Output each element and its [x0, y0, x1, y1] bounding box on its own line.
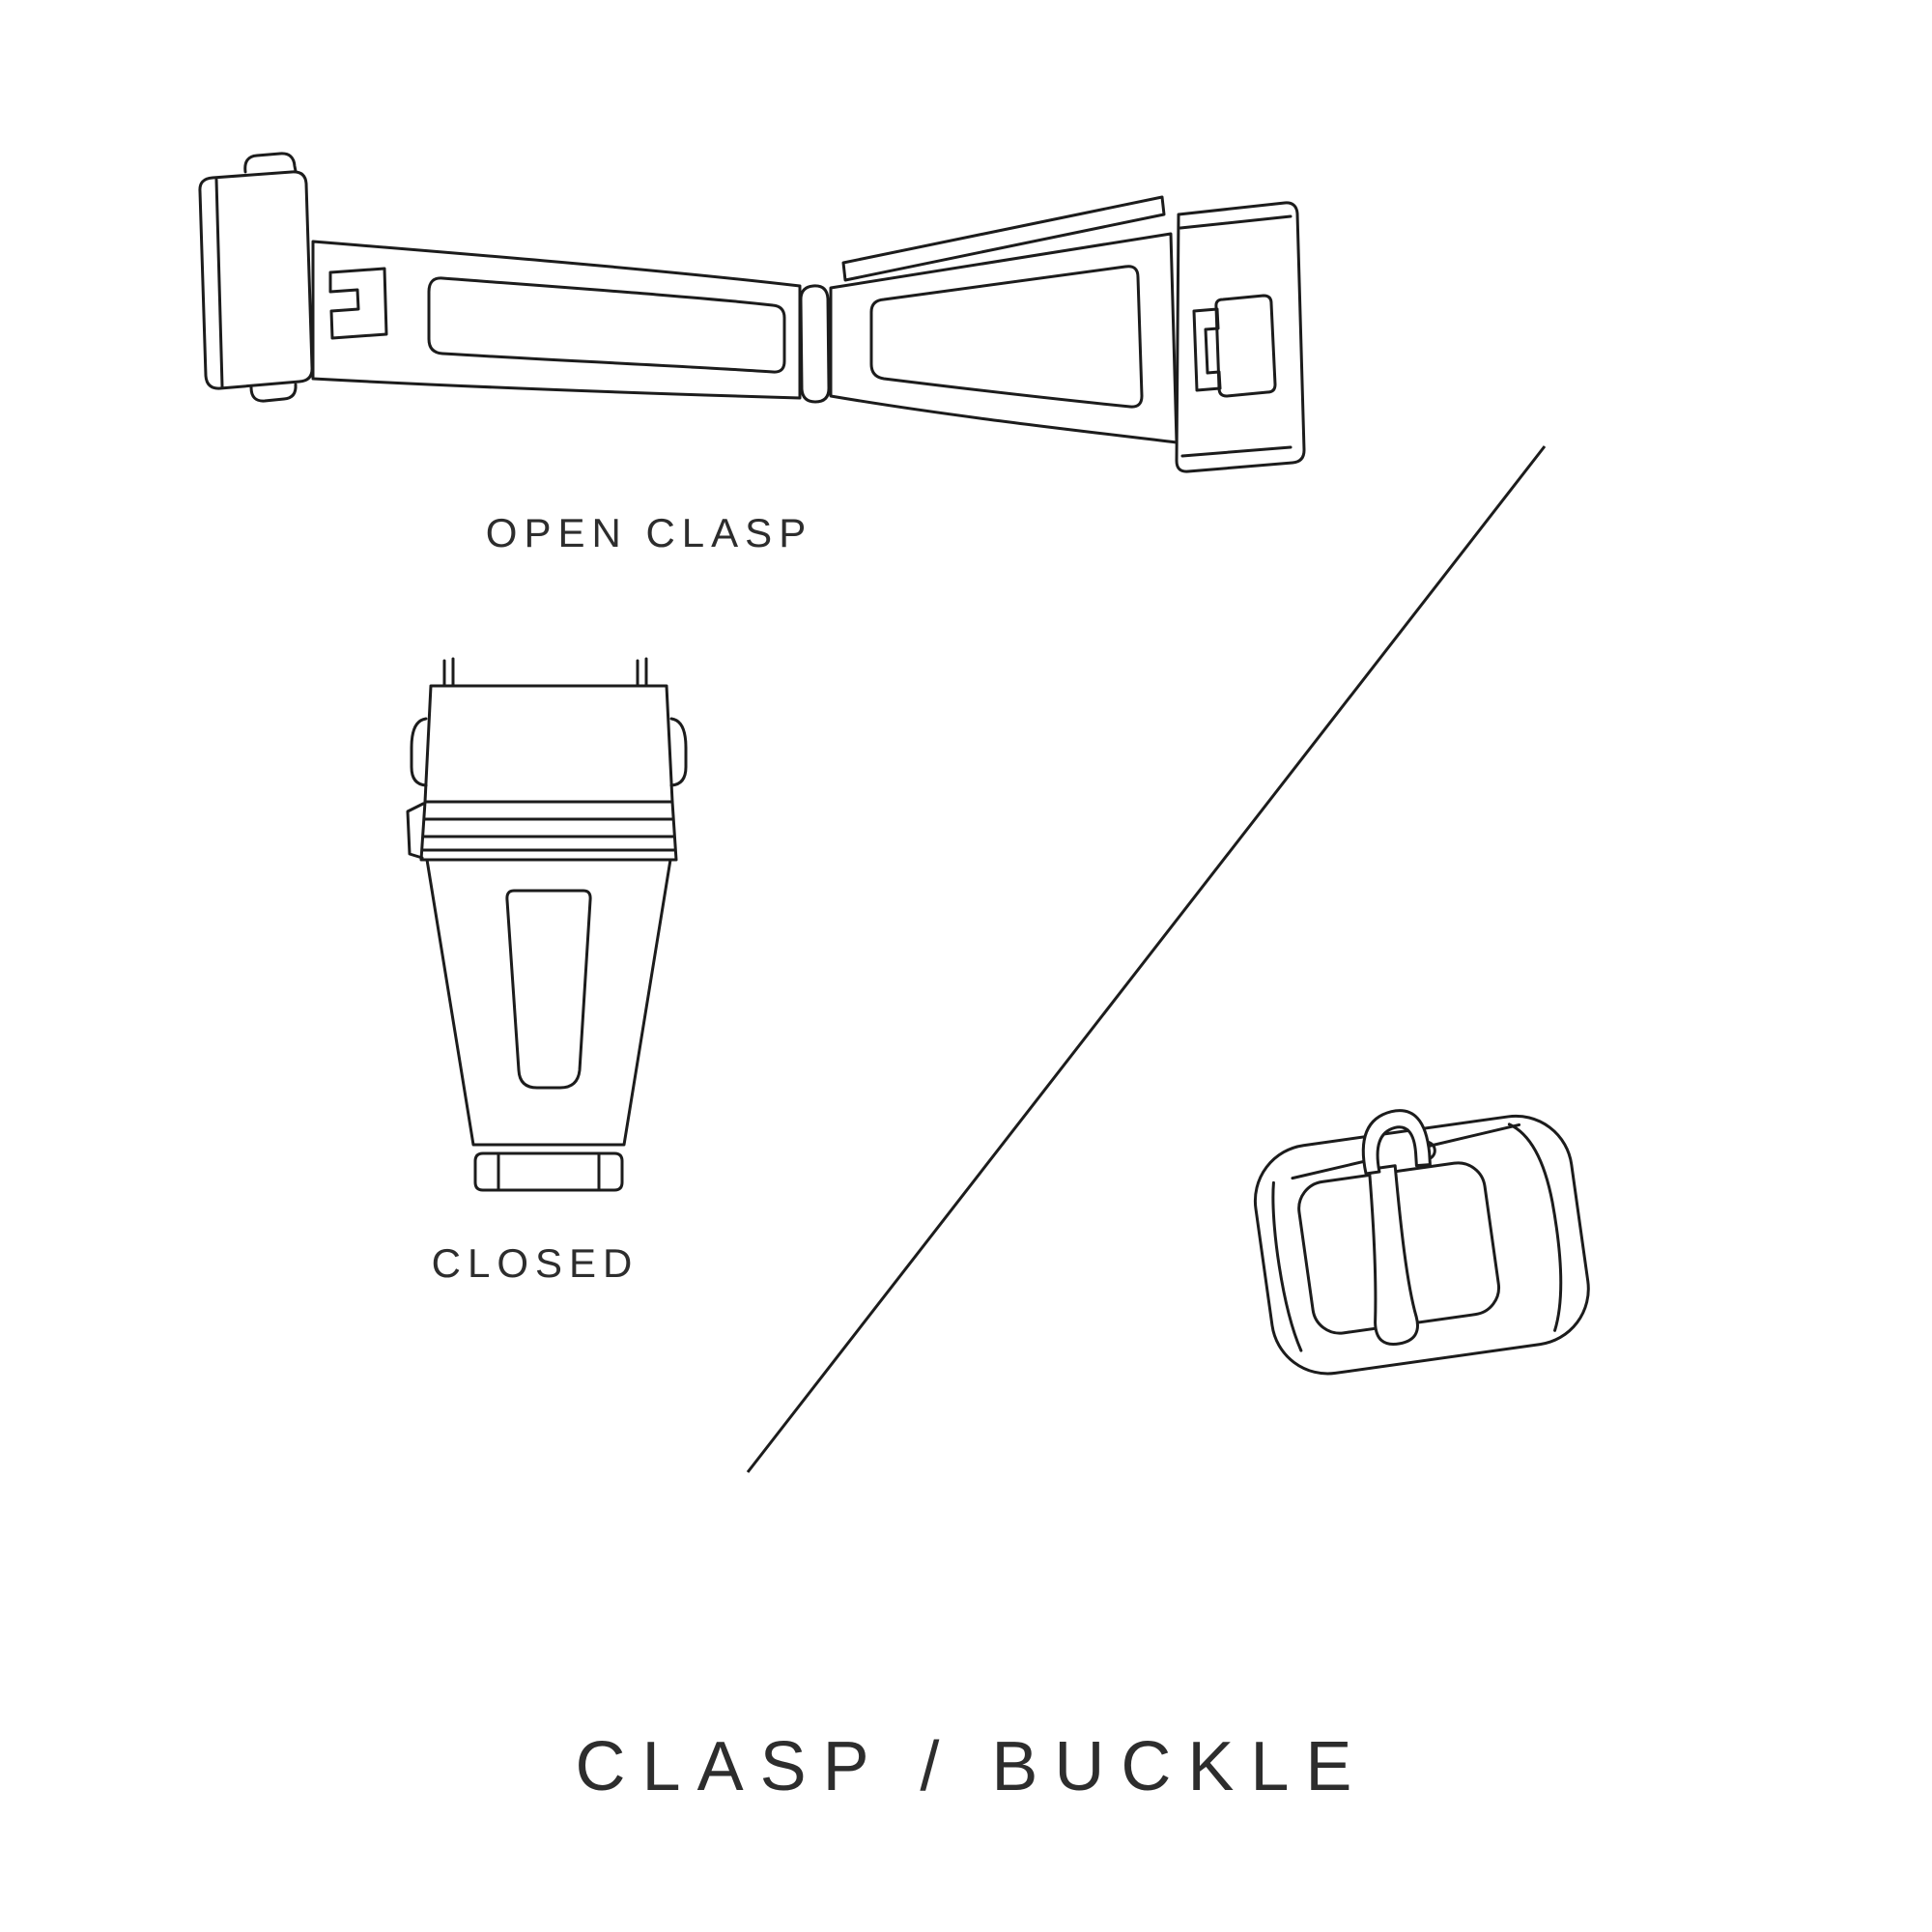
open-clasp-label: OPEN CLASP — [485, 510, 813, 555]
closed-clasp-icon — [406, 657, 688, 1192]
closed-label: CLOSED — [431, 1240, 639, 1286]
open-clasp-illustration — [184, 145, 1314, 493]
tang-buckle-illustration — [1236, 1074, 1613, 1441]
open-clasp-icon — [198, 152, 1306, 473]
tang-buckle-icon — [1253, 1109, 1590, 1376]
page-title: CLASP / BUCKLE — [575, 1728, 1369, 1805]
closed-clasp-illustration — [394, 657, 703, 1236]
